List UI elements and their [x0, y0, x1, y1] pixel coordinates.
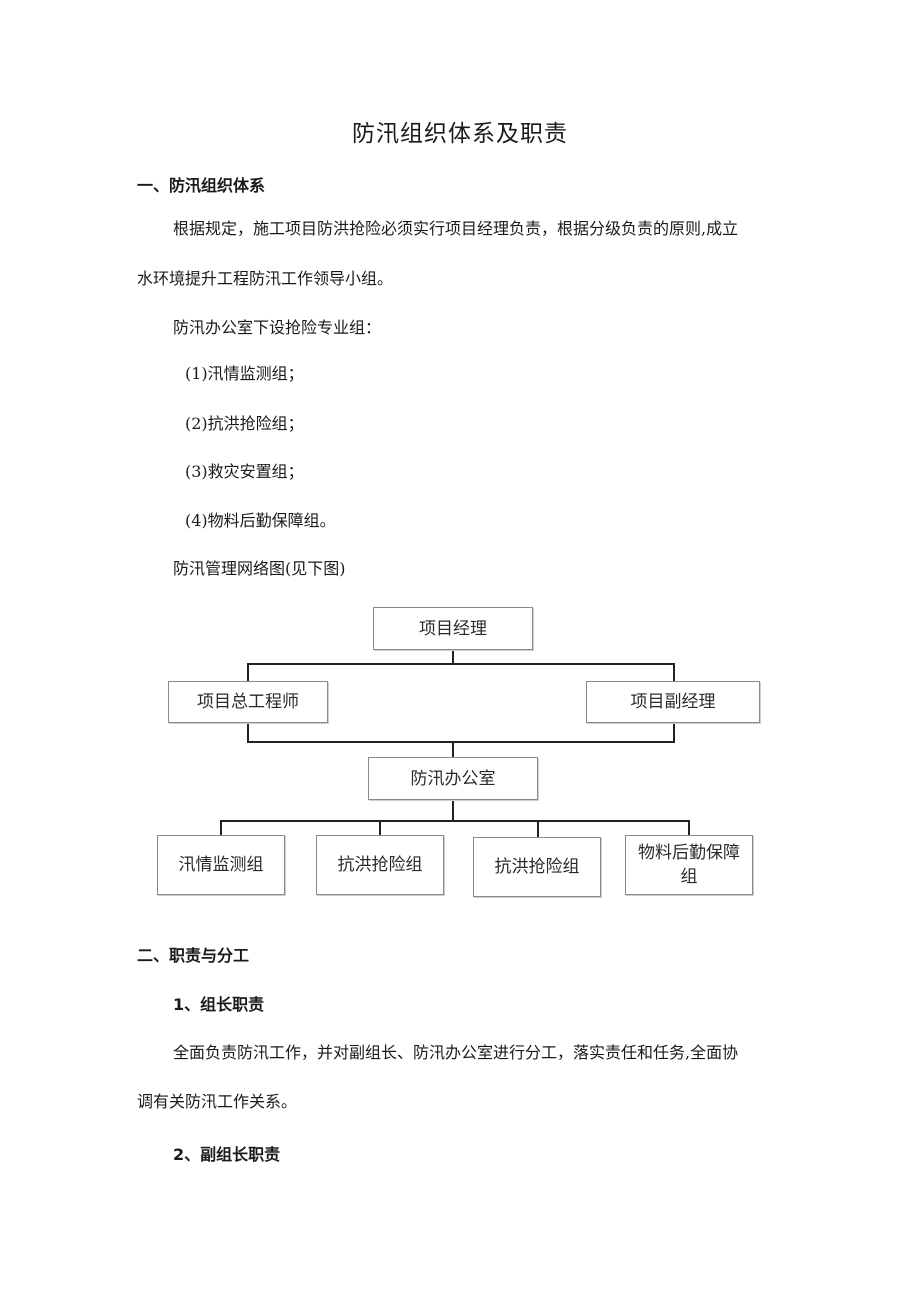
- section-heading-duties: 二、职责与分工: [137, 946, 250, 965]
- org-node-team-logistics: 物料后勤保障组: [625, 835, 753, 895]
- org-node-team-monitoring: 汛情监测组: [157, 835, 285, 895]
- connector-line: [452, 648, 454, 665]
- paragraph-4-line-1: 全面负责防汛工作，并对副组长、防汛办公室进行分工，落实责任和任务,全面协: [173, 1043, 739, 1062]
- connector-line: [247, 741, 675, 743]
- org-node-deputy-manager: 项目副经理: [586, 681, 760, 723]
- connector-line: [452, 800, 454, 822]
- connector-line: [673, 722, 675, 743]
- connector-line: [247, 663, 249, 682]
- connector-line: [220, 820, 222, 836]
- list-item-3: (3)救灾安置组；: [185, 462, 304, 481]
- org-node-team-rescue: 抗洪抢险组: [316, 835, 444, 895]
- paragraph-1-line-2: 水环境提升工程防汛工作领导小组。: [137, 269, 394, 288]
- connector-line: [379, 820, 381, 836]
- list-item-2: (2)抗洪抢险组；: [185, 414, 304, 433]
- section-heading-org-system: 一、防汛组织体系: [137, 176, 266, 195]
- connector-line: [247, 722, 249, 743]
- list-item-4: (4)物料后勤保障组。: [185, 511, 336, 530]
- org-node-flood-office: 防汛办公室: [368, 757, 538, 800]
- list-item-1: (1)汛情监测组；: [185, 364, 304, 383]
- document-title: 防汛组织体系及职责: [352, 121, 568, 147]
- subheading-deputy-duties: 2、副组长职责: [173, 1145, 281, 1164]
- org-node-team-rescue-2: 抗洪抢险组: [473, 837, 601, 897]
- connector-line: [673, 663, 675, 682]
- org-node-chief-engineer: 项目总工程师: [168, 681, 328, 723]
- org-node-project-manager: 项目经理: [373, 607, 533, 650]
- paragraph-2: 防汛办公室下设抢险专业组：: [173, 318, 382, 337]
- connector-line: [537, 820, 539, 838]
- paragraph-4-line-2: 调有关防汛工作关系。: [137, 1092, 298, 1111]
- connector-line: [220, 820, 690, 822]
- connector-line: [452, 741, 454, 758]
- connector-line: [247, 663, 675, 665]
- subheading-leader-duties: 1、组长职责: [173, 995, 265, 1014]
- connector-line: [688, 820, 690, 836]
- paragraph-3: 防汛管理网络图(见下图): [173, 559, 346, 578]
- paragraph-1-line-1: 根据规定，施工项目防洪抢险必须实行项目经理负责，根据分级负责的原则,成立: [173, 219, 739, 238]
